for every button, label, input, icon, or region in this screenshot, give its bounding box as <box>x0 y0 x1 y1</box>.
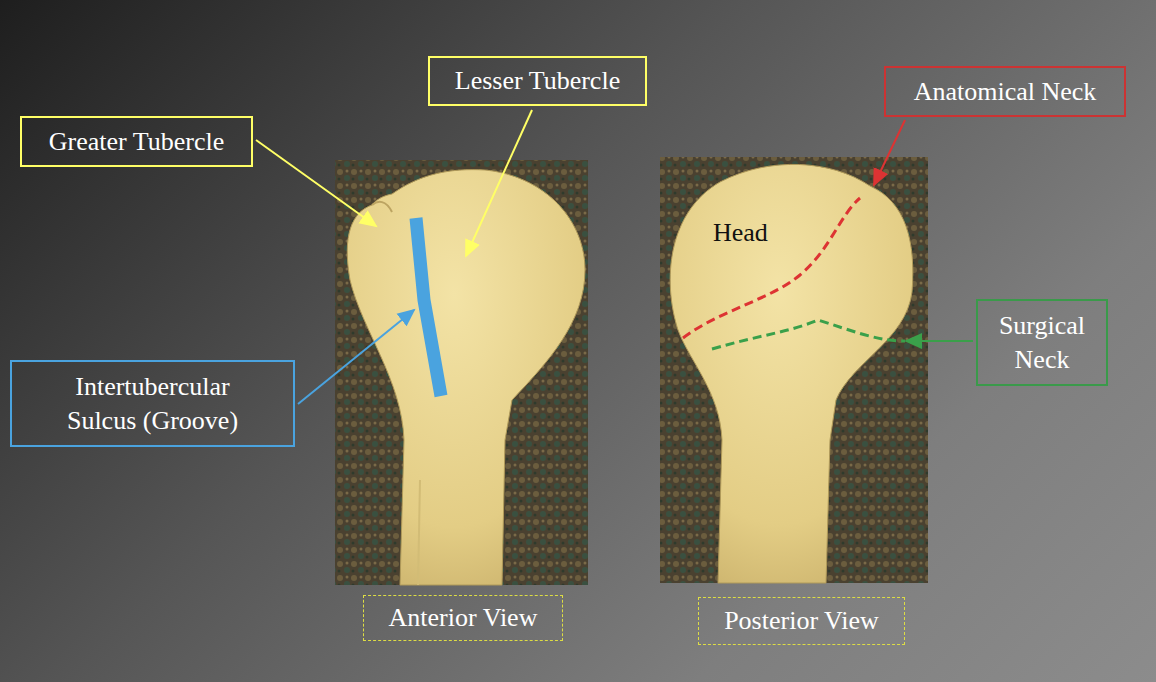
view-caption: Posterior View <box>698 597 905 645</box>
leader-line <box>906 340 973 342</box>
shaft-ridge <box>418 480 420 585</box>
callout-text: Posterior View <box>724 604 879 638</box>
callout-text: Surgical Neck <box>988 309 1096 377</box>
tubercle-shading <box>372 202 392 212</box>
anatomical-neck-line <box>683 198 860 338</box>
leader-line <box>874 120 905 185</box>
leader-line <box>466 110 532 256</box>
callout-text: Anterior View <box>389 601 538 635</box>
callout-text: Intertubercular Sulcus (Groove) <box>50 370 255 438</box>
callout-box: Surgical Neck <box>976 299 1108 386</box>
leader-line <box>256 140 376 226</box>
part-label: Head <box>713 218 768 248</box>
photo-ground <box>660 157 928 583</box>
view-caption: Anterior View <box>363 595 563 641</box>
callout-text: Lesser Tubercle <box>455 64 620 98</box>
humerus-anterior <box>347 170 585 585</box>
callout-box: Greater Tubercle <box>20 116 253 167</box>
leader-line <box>298 310 414 404</box>
callout-text: Anatomical Neck <box>914 75 1097 109</box>
callout-text: Greater Tubercle <box>49 125 224 159</box>
surgical-neck-line <box>712 320 905 349</box>
callout-box: Lesser Tubercle <box>428 56 647 106</box>
callout-box: Anatomical Neck <box>884 66 1126 117</box>
humerus-posterior <box>670 164 913 583</box>
callout-box: Intertubercular Sulcus (Groove) <box>10 360 295 447</box>
groove-highlight <box>416 218 441 396</box>
